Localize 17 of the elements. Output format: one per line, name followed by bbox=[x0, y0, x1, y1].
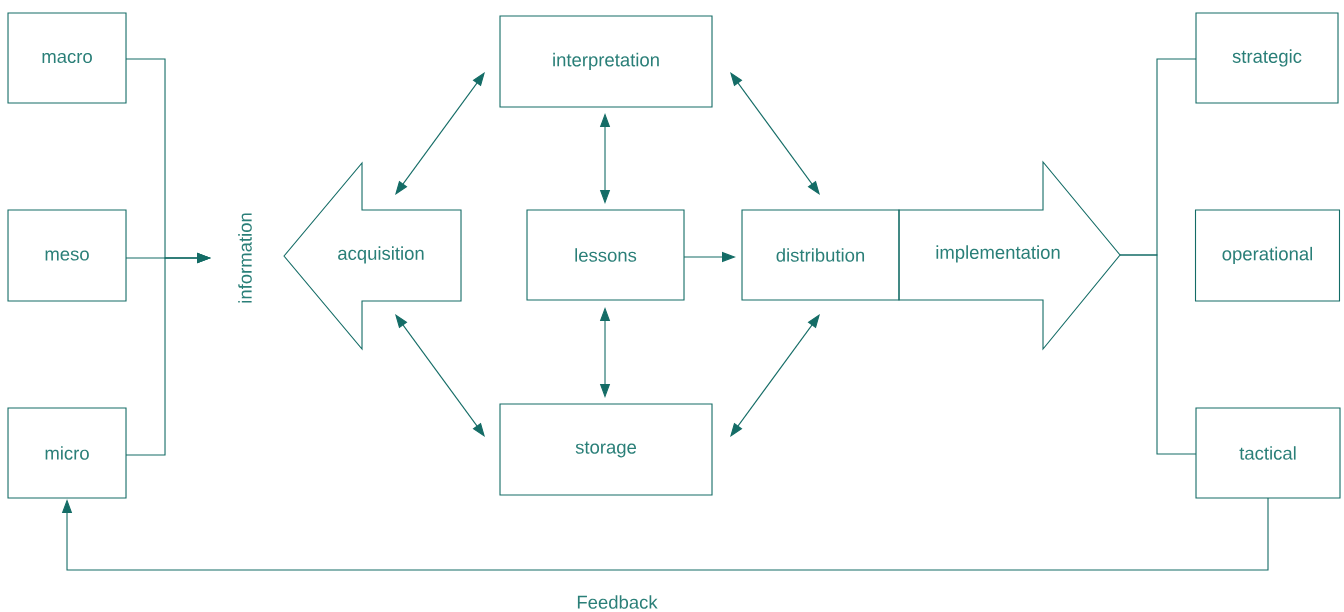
process-box: distribution bbox=[741, 209, 900, 301]
arrow bbox=[730, 314, 820, 437]
arrow bbox=[730, 72, 820, 195]
process-box: tactical bbox=[1195, 407, 1341, 499]
edge-label: Feedback bbox=[575, 594, 659, 610]
process-box: lessons bbox=[526, 209, 685, 301]
process-box: storage bbox=[499, 403, 713, 496]
process-box: micro bbox=[7, 407, 127, 499]
process-box: operational bbox=[1194, 209, 1341, 302]
process-box: interpretation bbox=[499, 15, 713, 108]
vertical-label: information bbox=[238, 213, 252, 303]
process-box: meso bbox=[7, 209, 127, 302]
arrow bbox=[395, 72, 485, 195]
process-box: macro bbox=[7, 12, 127, 104]
arrow bbox=[395, 314, 485, 437]
process-box: strategic bbox=[1195, 12, 1339, 104]
arrow bbox=[61, 497, 1269, 571]
